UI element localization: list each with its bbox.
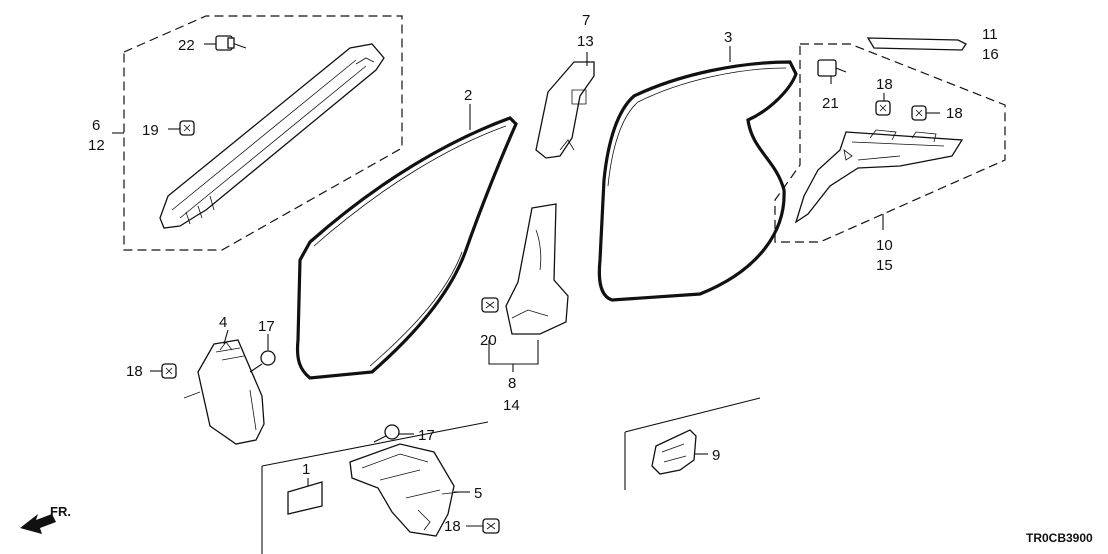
screw-17-icon: [249, 350, 276, 373]
callout-3: 3: [724, 29, 732, 46]
rear-door-weatherstrip: [597, 60, 798, 302]
clip-18-icon: [911, 105, 927, 121]
bracket-8-14: [488, 340, 539, 372]
callout-12: 12: [88, 137, 105, 154]
front-direction-arrow: FR.: [20, 504, 71, 534]
center-pillar-upper: [535, 61, 595, 159]
kick-panel: [349, 443, 461, 537]
callout-14: 14: [503, 397, 520, 414]
callout-9: 9: [712, 447, 720, 464]
front-pillar-lower-trim: [183, 339, 265, 445]
callout-11: 11: [982, 26, 998, 43]
callout-2: 2: [464, 87, 472, 104]
callout-20: 20: [480, 332, 497, 349]
callout-18-upper: 18: [876, 76, 893, 93]
leader-lines: [112, 43, 940, 527]
callout-17-upper: 17: [258, 318, 275, 335]
group-box-part-9: [624, 397, 761, 490]
diagram-code: TR0CB3900: [1026, 531, 1093, 545]
rear-pillar-garnish: [794, 129, 964, 224]
center-pillar-lower: [505, 203, 569, 335]
group-box-kick-panel: [261, 421, 489, 554]
callout-16: 16: [982, 46, 999, 63]
callout-18-bottom: 18: [444, 518, 461, 535]
callout-19: 19: [142, 122, 159, 139]
callout-21: 21: [822, 95, 839, 112]
part-9-bracket: [651, 429, 697, 475]
callout-13: 13: [577, 33, 594, 50]
callout-15: 15: [876, 257, 893, 274]
clip-18-icon: [875, 100, 891, 116]
callout-1: 1: [302, 461, 310, 478]
screw-17-icon: [373, 424, 400, 443]
group-box-rear-pillar: [774, 43, 1006, 243]
front-door-weatherstrip: [295, 116, 518, 380]
clip-21-icon: [817, 59, 847, 77]
callout-18-right: 18: [946, 105, 963, 122]
clip-22-icon: [215, 35, 247, 51]
clip-19-icon: [179, 120, 195, 136]
callout-5: 5: [474, 485, 482, 502]
clip-20-icon: [481, 297, 499, 313]
label-plate: [287, 481, 323, 515]
clip-18-icon: [482, 518, 500, 534]
rear-shelf-strip: [866, 37, 967, 51]
callout-7: 7: [582, 12, 590, 29]
front-marker: FR.: [50, 504, 71, 519]
callout-22: 22: [178, 37, 195, 54]
clip-18-icon: [161, 363, 177, 379]
callout-4: 4: [219, 314, 227, 331]
callout-10: 10: [876, 237, 893, 254]
callout-17-lower: 17: [418, 427, 435, 444]
group-box-a-pillar: [123, 15, 403, 251]
callout-18-left: 18: [126, 363, 143, 380]
callout-8: 8: [508, 375, 516, 392]
a-pillar-garnish: [159, 43, 385, 229]
callout-6: 6: [92, 117, 100, 134]
